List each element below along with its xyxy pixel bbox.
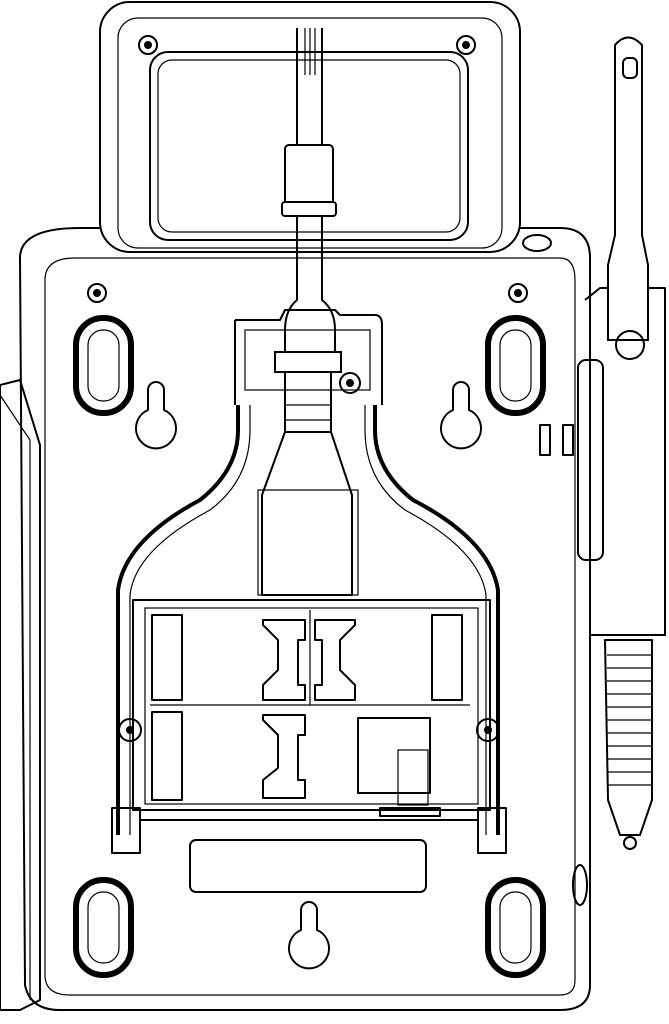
keyhole-icons xyxy=(135,381,482,970)
stylus-holder xyxy=(539,287,666,636)
card-compartment xyxy=(111,599,507,854)
display-housing xyxy=(99,1,521,253)
device-body xyxy=(19,227,591,1011)
side-button xyxy=(572,864,588,906)
stylus xyxy=(604,36,653,850)
left-side-panel xyxy=(0,379,41,1011)
mounting-slots xyxy=(73,315,546,978)
screw-icons xyxy=(87,35,552,742)
label-area xyxy=(189,839,427,893)
cable xyxy=(261,28,353,596)
